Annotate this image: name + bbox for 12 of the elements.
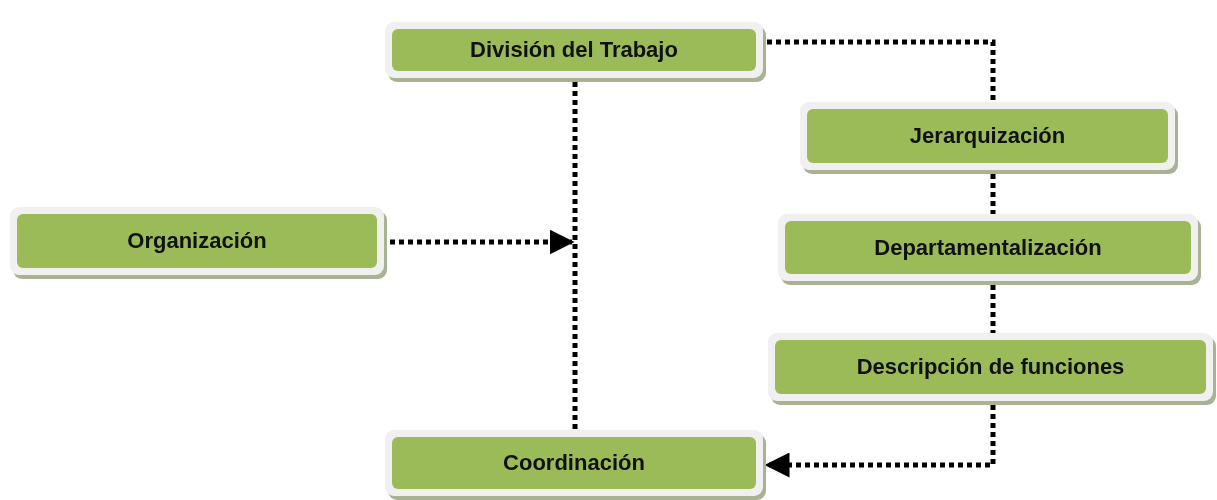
box-label: Coordinación	[503, 450, 645, 476]
dotted-connector	[767, 39, 996, 102]
dotted-connector	[990, 285, 996, 333]
box-label: Organización	[127, 228, 267, 254]
box-label: División del Trabajo	[470, 37, 678, 63]
dotted-connector	[764, 405, 996, 478]
dotted-connector	[572, 82, 578, 430]
box-label: Jerarquización	[909, 123, 1066, 149]
box-label: Departamentalización	[874, 234, 1102, 261]
dotted-connector	[990, 174, 996, 214]
box-label: Descripción de funciones	[856, 354, 1125, 380]
dotted-connector	[390, 229, 575, 255]
